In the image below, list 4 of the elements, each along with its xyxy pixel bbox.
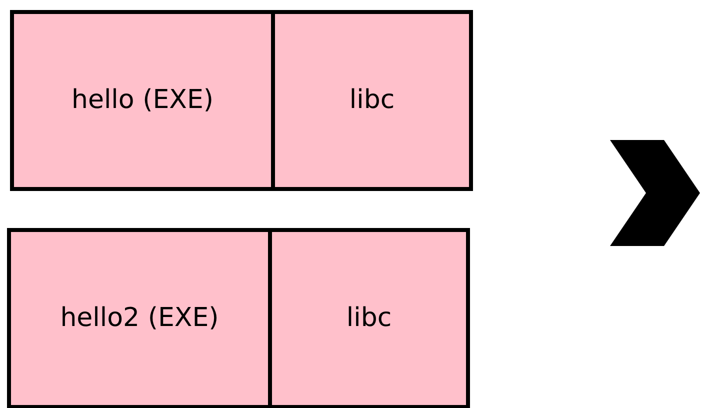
- region-label: hello (EXE): [71, 84, 214, 117]
- region-label: libc: [346, 302, 392, 335]
- region-label: libc: [349, 84, 395, 117]
- region-label: hello2 (EXE): [60, 302, 219, 335]
